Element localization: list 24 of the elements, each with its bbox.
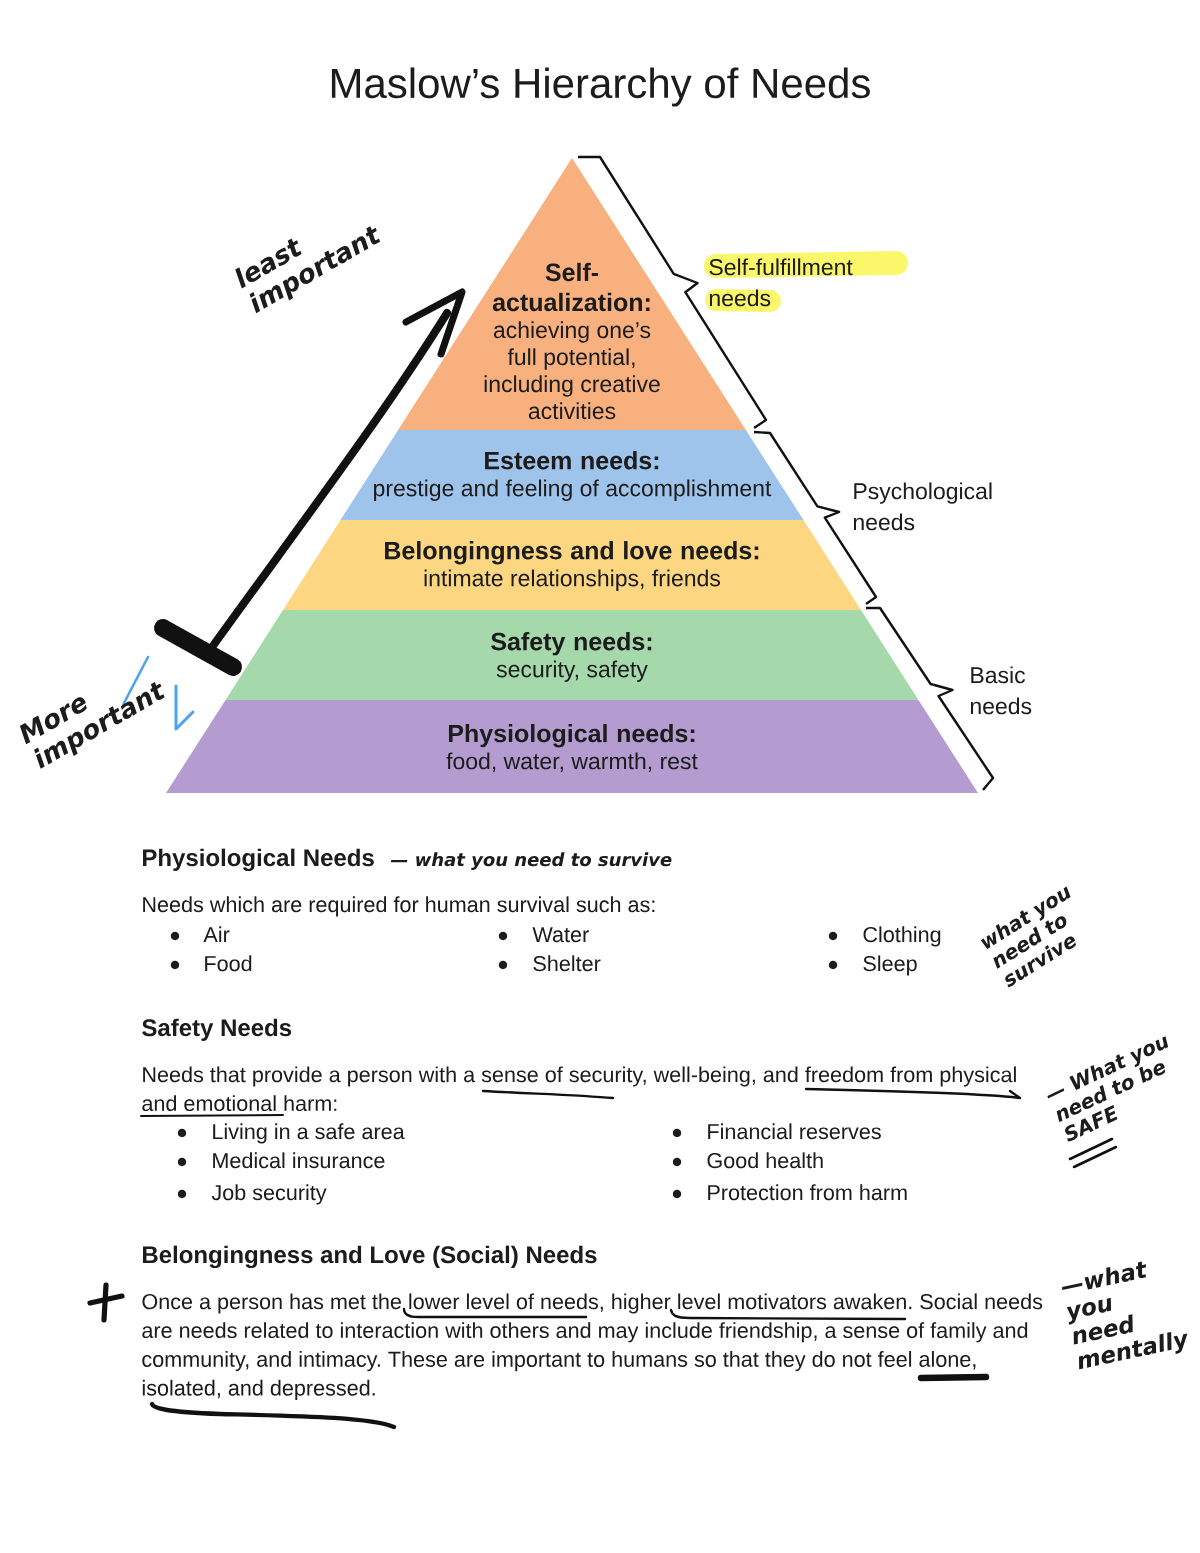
list-item: Water — [532, 927, 589, 943]
list-item: Air — [203, 926, 230, 942]
bracket-label: Self-fulfillment needs — [704, 251, 908, 312]
list-item: Job security — [211, 1184, 327, 1205]
section-heading: Belongingness and Love (Social) Needs — [143, 1245, 597, 1269]
list-item: Medical insurance — [213, 1152, 385, 1169]
list-item: Good health — [707, 1152, 823, 1169]
paragraph: Needs which are required for human survival such as: — [143, 896, 655, 917]
pyramid-level: Esteem needs: prestige and feeling of accomplishment — [340, 430, 804, 520]
list-item: Food — [205, 955, 252, 972]
list-item: Living in a safe area — [213, 1123, 405, 1144]
pyramid-level: Safety needs: security, safety — [225, 610, 919, 700]
list-item: Clothing — [863, 926, 941, 947]
list-item: Sleep — [863, 955, 917, 976]
section-heading: Physiological Needs — [143, 848, 374, 872]
title: Maslow’s Hierarchy of Needs — [331, 67, 870, 107]
handwritten-note: — what you need to survive — [390, 852, 672, 870]
list-item: Shelter — [533, 955, 601, 972]
paragraph: Once a person has met the lower level of needs, higher level motivators awaken. Social needs are needs related to interaction with others and may include friendship, a sense of family and community, and intimacy. These are important to humans so that they do not feel alone, isolated, and depressed. — [142, 1293, 1043, 1430]
handwritten-note: —what you need mentally — [1062, 1261, 1188, 1370]
paragraph: Needs that provide a person with a sense of security, well-being, and freedom from physical and emotional harm: — [140, 1066, 1022, 1117]
list-item: Financial reserves — [708, 1123, 881, 1140]
list-item: Protection from harm — [708, 1184, 907, 1201]
section-heading: Safety Needs — [142, 1018, 292, 1041]
